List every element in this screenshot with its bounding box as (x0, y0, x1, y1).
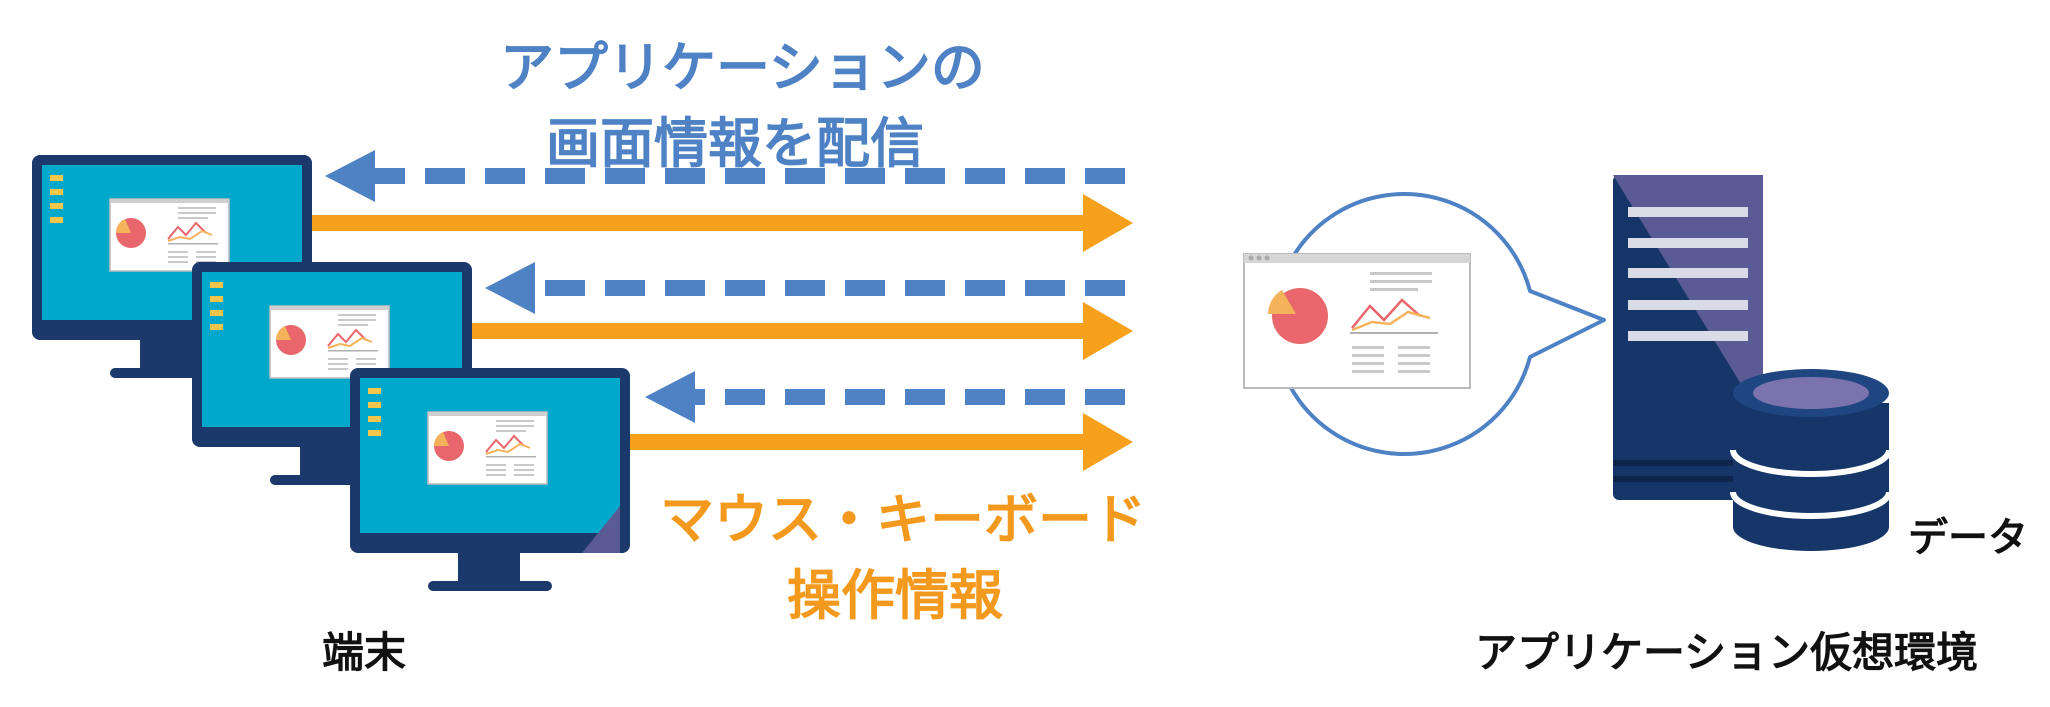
screen-info-arrow-2 (485, 262, 1125, 314)
input-info-arrow-3 (630, 413, 1133, 471)
input-info-label-line1: マウス・キーボード (660, 488, 1146, 551)
server-tower-icon (1613, 175, 1763, 500)
screen-info-label: アプリケーションの 画面情報を配信 (500, 30, 985, 182)
input-info-arrow-1 (312, 194, 1133, 252)
screen-info-label-line2: 画面情報を配信 (546, 112, 924, 175)
input-info-arrow-2 (472, 302, 1133, 360)
terminal-monitor-icon-3 (350, 368, 630, 591)
input-info-label: マウス・キーボード 操作情報 (660, 482, 1146, 634)
pie-and-line-chart-window-icon (1243, 253, 1471, 389)
input-info-label-line2: 操作情報 (787, 564, 1003, 627)
terminal-label: 端末 (322, 628, 407, 677)
database-cylinder-icon (1730, 369, 1892, 551)
data-label: データ (1908, 515, 2028, 561)
screen-info-label-line1: アプリケーションの (500, 36, 985, 99)
screen-info-arrow-1 (325, 150, 1125, 202)
screen-info-arrow-3 (645, 371, 1125, 423)
app-env-label: アプリケーション仮想環境 (1475, 628, 1979, 677)
screen-preview-bubble (1243, 192, 1606, 456)
